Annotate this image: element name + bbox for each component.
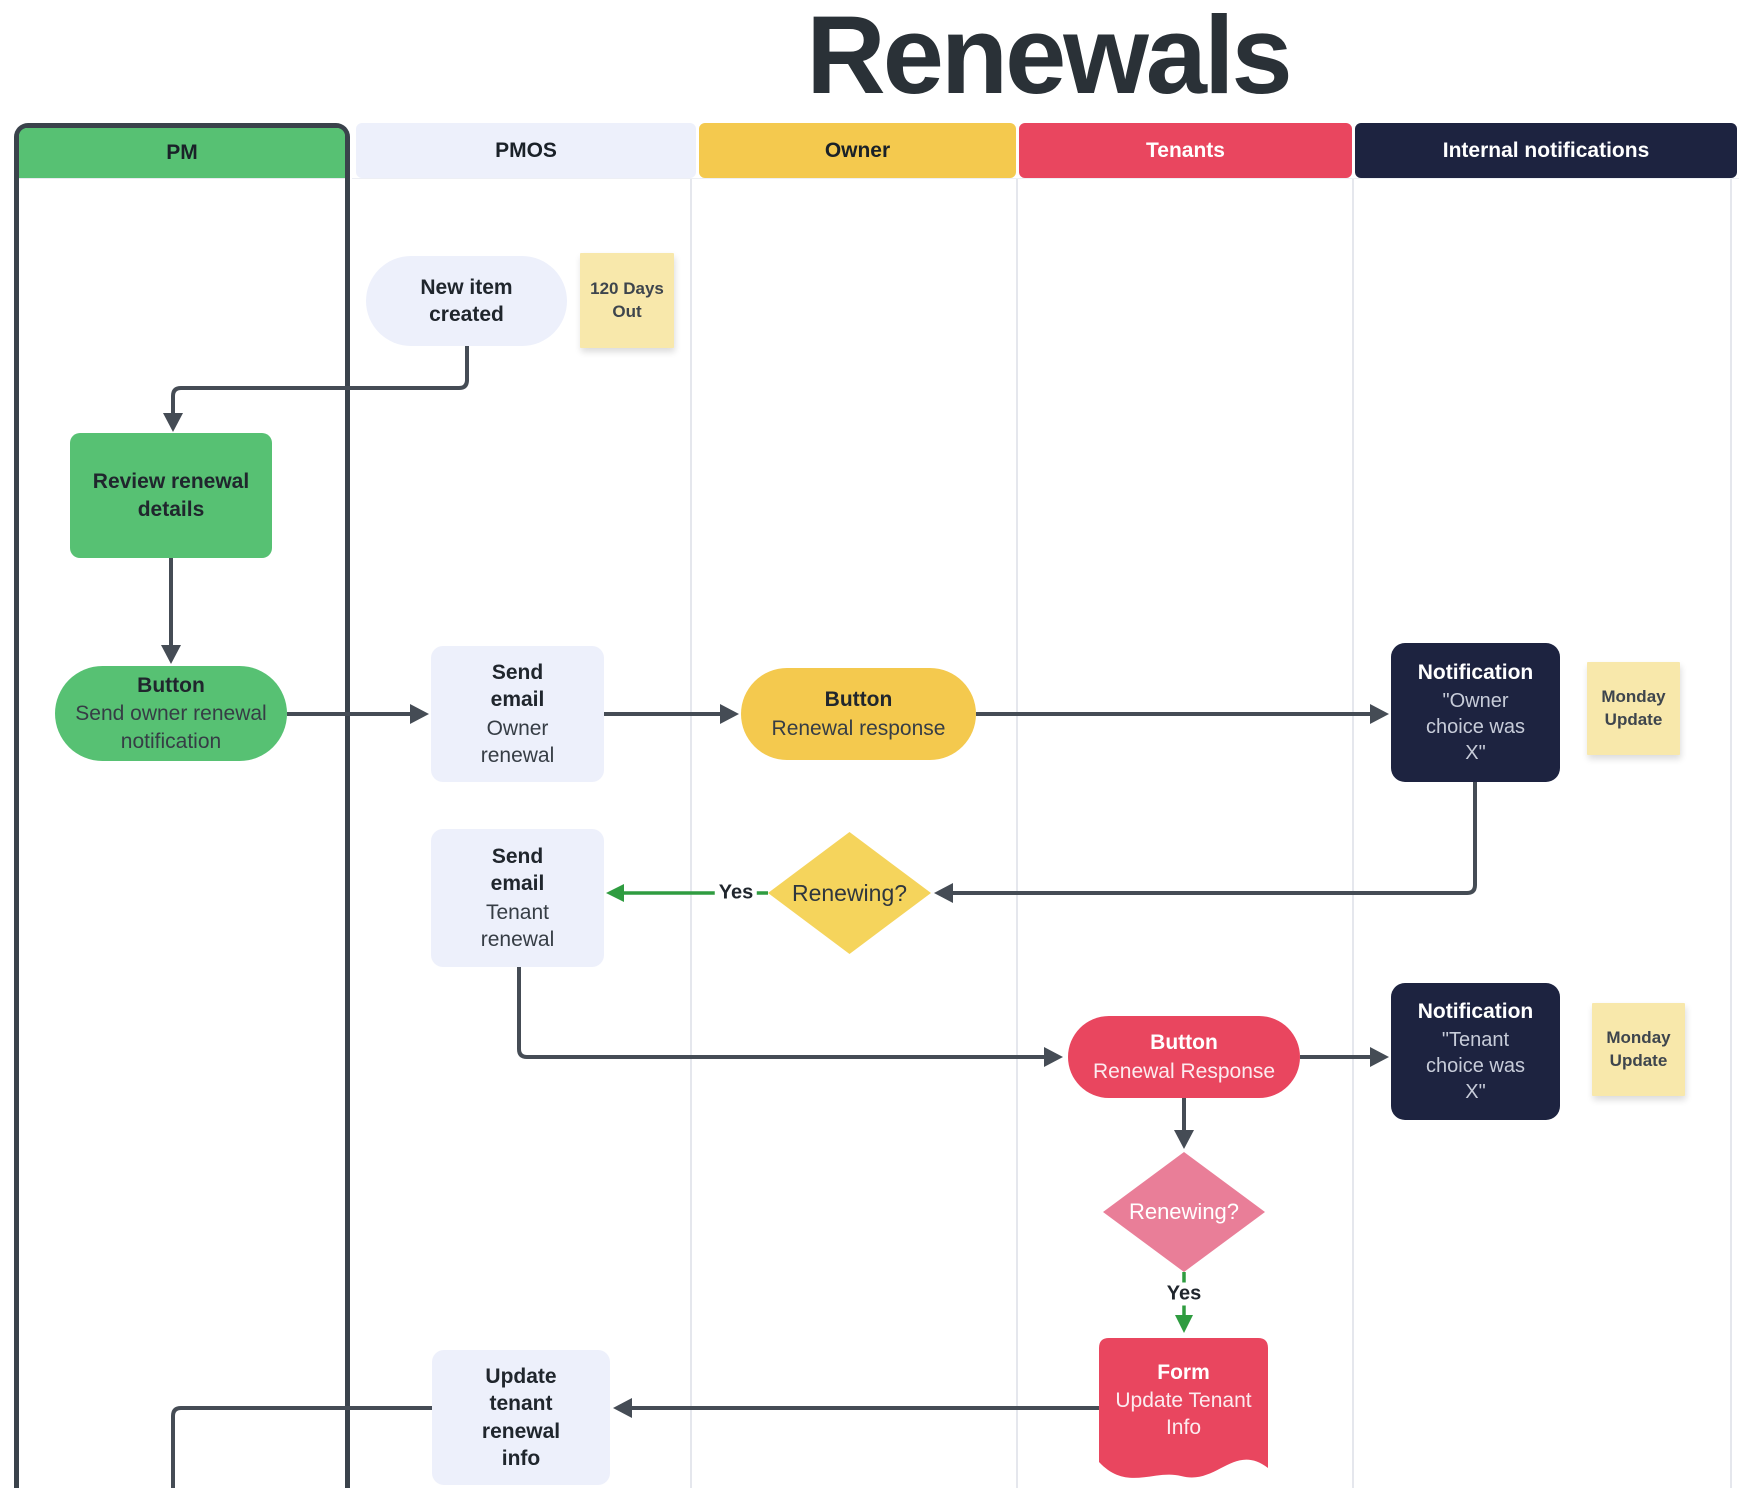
- decision-tenant-renewing[interactable]: Renewing?: [1103, 1152, 1265, 1272]
- lane-divider-tenants-internal: [1352, 178, 1354, 1488]
- lane-header-pmos-label: PMOS: [495, 138, 557, 162]
- decision-owner-renewing[interactable]: Renewing?: [768, 832, 931, 954]
- arrowhead-green: [606, 884, 624, 902]
- send-email-tenant-title: Send email: [490, 844, 545, 896]
- lane-right-border: [1730, 178, 1732, 1488]
- decision-owner-renewing-label: Renewing?: [791, 879, 908, 906]
- node-new-item-created-label: New item created: [420, 275, 513, 326]
- lane-pm-frame: PM: [14, 123, 350, 1488]
- node-review-renewal-details[interactable]: Review renewal details: [70, 433, 272, 558]
- edge-notifowner-to-renewing: [952, 782, 1477, 895]
- owner-button-subtitle: Renewal response: [771, 716, 946, 740]
- arrowhead: [1174, 1130, 1194, 1149]
- lane-header-pm[interactable]: PM: [19, 128, 345, 179]
- lane-divider-pmos-owner: [690, 178, 692, 1488]
- arrowhead: [720, 704, 739, 724]
- arrowhead: [1370, 1047, 1389, 1067]
- sticky-note-monday-update-tenant[interactable]: Monday Update: [1592, 1003, 1685, 1096]
- form-subtitle: Update Tenant Info: [1115, 1388, 1252, 1440]
- send-email-owner-subtitle: Owner renewal: [480, 716, 555, 767]
- node-review-renewal-details-label: Review renewal details: [92, 470, 250, 521]
- pm-button-subtitle: Send owner renewal notification: [75, 702, 267, 753]
- decision-tenant-renewing-label: Renewing?: [1128, 1199, 1240, 1224]
- node-notification-tenant-choice[interactable]: Notification "Tenant choice was X": [1391, 983, 1560, 1120]
- node-pm-send-owner-renewal-button[interactable]: Button Send owner renewal notification: [55, 666, 287, 761]
- page-title: Renewals: [806, 0, 1292, 117]
- arrowhead: [1044, 1047, 1063, 1067]
- lane-header-pm-label: PM: [166, 141, 198, 164]
- arrowhead: [410, 704, 429, 724]
- lane-header-tenants-label: Tenants: [1146, 138, 1225, 162]
- node-send-email-owner-renewal[interactable]: Send email Owner renewal: [431, 646, 604, 782]
- send-email-owner-title: Send email: [490, 660, 545, 712]
- lane-header-owner-label: Owner: [824, 138, 891, 162]
- sticky-monday-tenant-text: Monday Update: [1606, 1028, 1671, 1070]
- notif-owner-subtitle: "Owner choice was X": [1426, 689, 1525, 764]
- notif-owner-title: Notification: [1417, 661, 1534, 685]
- form-title: Form: [1157, 1360, 1210, 1384]
- arrowhead: [613, 1398, 632, 1418]
- tenant-button-subtitle: Renewal Response: [1092, 1059, 1276, 1083]
- lane-header-pmos[interactable]: PMOS: [356, 123, 696, 178]
- edge-sendemailtenant-to-tenantbutton: [517, 967, 1050, 1059]
- notif-tenant-subtitle: "Tenant choice was X": [1426, 1028, 1525, 1103]
- sticky-monday-owner-text: Monday Update: [1601, 687, 1666, 729]
- arrowhead: [934, 883, 953, 903]
- document-shape: [1099, 1338, 1268, 1478]
- edge-label-yes-owner[interactable]: Yes: [714, 881, 758, 905]
- notif-tenant-title: Notification: [1417, 1000, 1534, 1024]
- sticky-note-120-days-out-text: 120 Days Out: [590, 279, 664, 321]
- edge-label-yes-tenant[interactable]: Yes: [1162, 1282, 1206, 1306]
- tenant-button-title: Button: [1150, 1031, 1218, 1055]
- node-send-email-tenant-renewal[interactable]: Send email Tenant renewal: [431, 829, 604, 967]
- node-owner-renewal-response-button[interactable]: Button Renewal response: [741, 668, 976, 760]
- node-form-update-tenant-info[interactable]: Form Update Tenant Info: [1099, 1338, 1268, 1488]
- lane-divider-owner-tenants: [1016, 178, 1018, 1488]
- sticky-note-monday-update-owner[interactable]: Monday Update: [1587, 662, 1680, 755]
- node-notification-owner-choice[interactable]: Notification "Owner choice was X": [1391, 643, 1560, 782]
- header-bottom-rule: [352, 178, 1739, 179]
- lane-header-owner[interactable]: Owner: [699, 123, 1016, 178]
- update-info-label: Update tenant renewal info: [481, 1364, 561, 1470]
- arrowhead: [1370, 704, 1389, 724]
- sticky-note-120-days-out[interactable]: 120 Days Out: [580, 253, 674, 348]
- send-email-tenant-subtitle: Tenant renewal: [480, 900, 555, 951]
- owner-button-title: Button: [824, 688, 893, 712]
- arrowhead-green: [1175, 1315, 1193, 1333]
- node-new-item-created[interactable]: New item created: [366, 256, 567, 346]
- pm-button-title: Button: [137, 674, 205, 698]
- lane-header-internal[interactable]: Internal notifications: [1355, 123, 1737, 178]
- lane-header-internal-label: Internal notifications: [1442, 138, 1650, 162]
- node-tenant-renewal-response-button[interactable]: Button Renewal Response: [1068, 1016, 1300, 1098]
- lane-header-tenants[interactable]: Tenants: [1019, 123, 1352, 178]
- node-update-tenant-renewal-info[interactable]: Update tenant renewal info: [432, 1350, 610, 1485]
